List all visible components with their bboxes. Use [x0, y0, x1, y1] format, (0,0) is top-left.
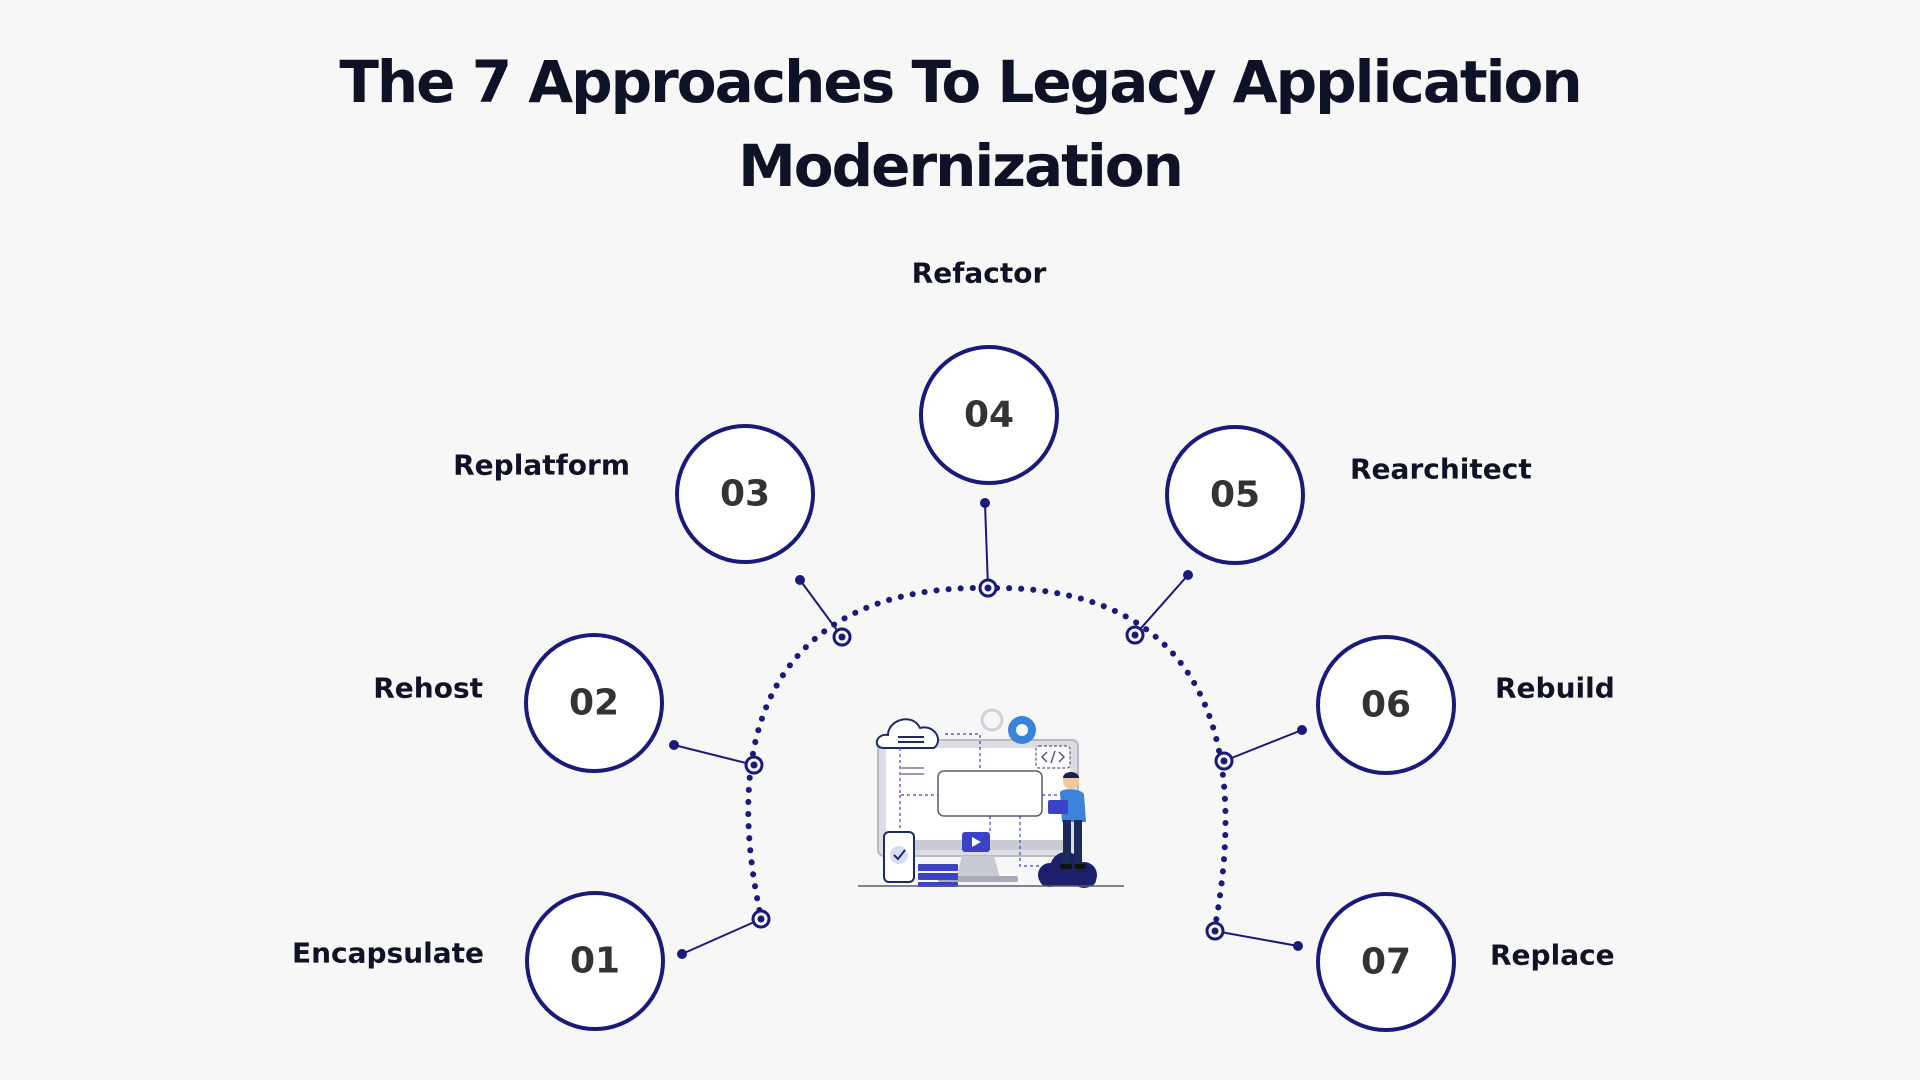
step-number-07: 07 [1361, 942, 1411, 983]
step-circle-02: 02 [524, 633, 664, 773]
connector-01 [681, 918, 762, 955]
arc-marker-01 [751, 909, 771, 929]
connector-lines [673, 502, 1303, 955]
step-number-04: 04 [964, 395, 1014, 436]
connector-dot-02 [669, 740, 679, 750]
connector-05 [1134, 574, 1189, 636]
step-label-replace: Replace [1490, 939, 1615, 972]
connector-dot-01 [677, 949, 687, 959]
connector-03 [799, 579, 843, 638]
step-label-refactor: Refactor [912, 257, 1047, 290]
gear-icon [980, 708, 1036, 744]
step-label-encapsulate: Encapsulate [292, 937, 484, 970]
connector-06 [1223, 729, 1303, 762]
cloud-icon [875, 718, 939, 749]
step-label-rebuild: Rebuild [1495, 672, 1615, 705]
arc-markers [744, 578, 1234, 941]
central-illustration [858, 708, 1124, 888]
connector-dot-05 [1183, 570, 1193, 580]
arc-marker-03 [832, 627, 852, 647]
code-icon [1035, 745, 1071, 769]
app-window-icon [937, 770, 1043, 817]
step-label-rehost: Rehost [373, 672, 483, 705]
step-circle-03: 03 [675, 424, 815, 564]
arc-marker-02 [744, 755, 764, 775]
person-icon [1048, 772, 1086, 869]
server-icon [918, 864, 958, 887]
step-number-01: 01 [570, 941, 620, 982]
step-number-05: 05 [1210, 475, 1260, 516]
connector-07 [1214, 930, 1299, 947]
flow-lines [899, 733, 1070, 867]
connector-end-dots [669, 498, 1307, 959]
arc-marker-07 [1205, 921, 1225, 941]
connector-dot-04 [980, 498, 990, 508]
play-icon [962, 832, 990, 852]
step-number-02: 02 [569, 683, 619, 724]
connector-dot-03 [795, 575, 805, 585]
step-circle-04: 04 [919, 345, 1059, 485]
step-circle-06: 06 [1316, 635, 1456, 775]
arc-marker-05 [1125, 625, 1145, 645]
page-title-line-2: Modernization [738, 132, 1184, 200]
step-label-rearchitect: Rearchitect [1350, 453, 1532, 486]
connector-04 [984, 502, 989, 589]
connector-dot-07 [1293, 941, 1303, 951]
step-number-03: 03 [720, 474, 770, 515]
connector-dot-06 [1297, 725, 1307, 735]
step-circle-01: 01 [525, 891, 665, 1031]
page-title-line-1: The 7 Approaches To Legacy Application [339, 48, 1582, 116]
step-number-06: 06 [1361, 685, 1411, 726]
page-title: The 7 Approaches To Legacy Application M… [260, 40, 1660, 208]
connector-02 [673, 744, 755, 766]
step-label-replatform: Replatform [453, 449, 630, 482]
arc-marker-06 [1214, 751, 1234, 771]
step-circle-07: 07 [1316, 892, 1456, 1032]
arc-marker-04 [978, 578, 998, 598]
step-circle-05: 05 [1165, 425, 1305, 565]
phone-check-icon [883, 831, 915, 883]
list-lines-icon [900, 767, 924, 775]
